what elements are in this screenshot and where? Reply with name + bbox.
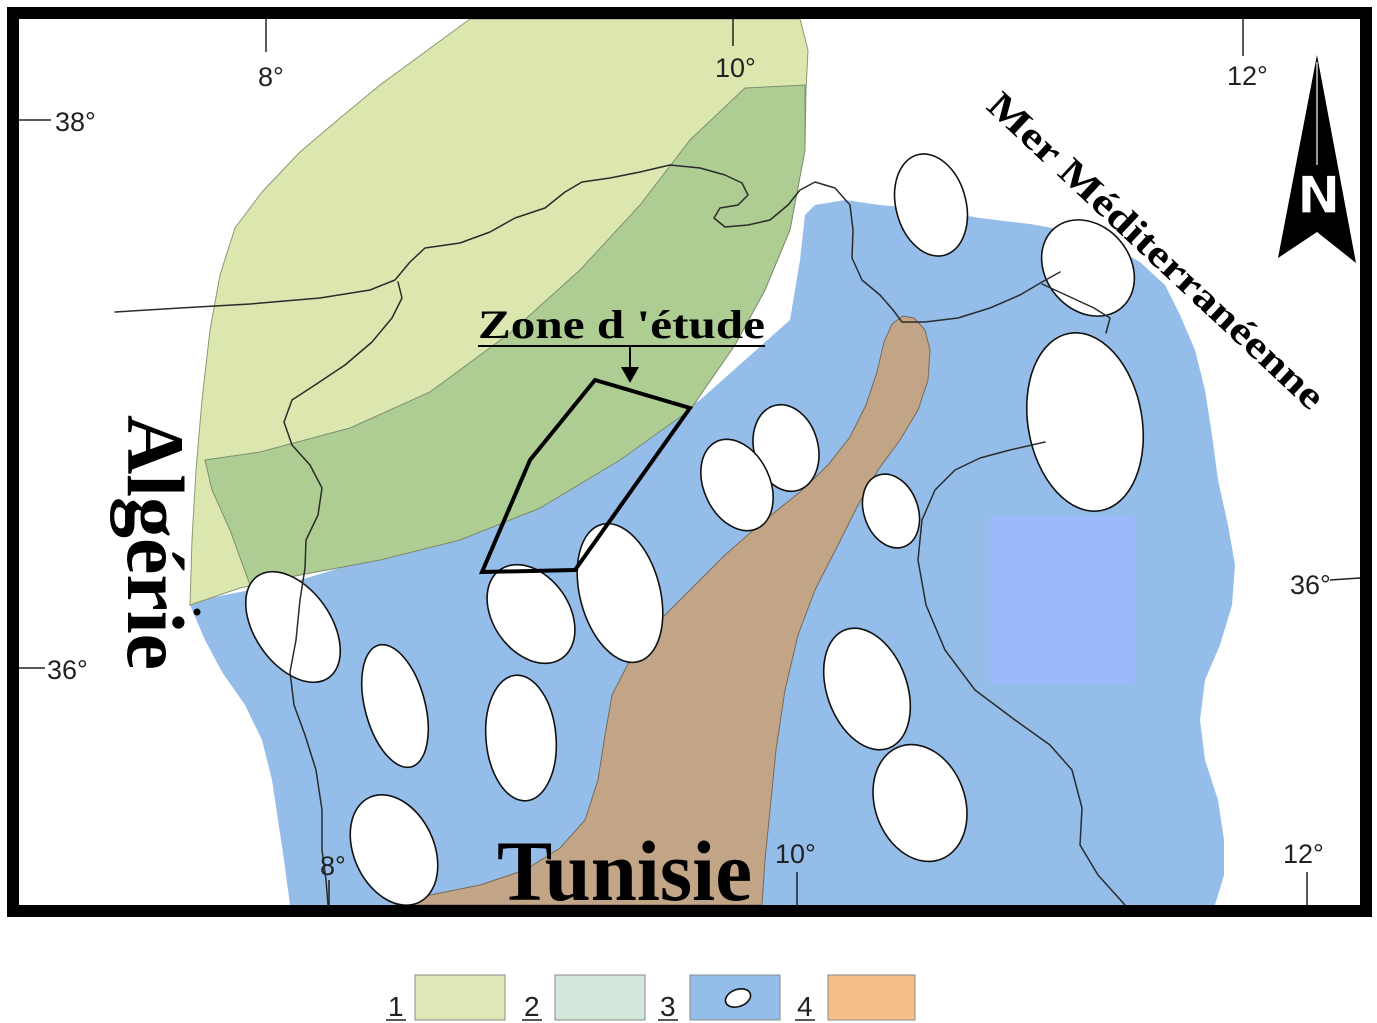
legend: 1 2 3 4 xyxy=(386,974,916,1022)
longitude-label: 12° xyxy=(1283,839,1324,869)
legend-item-number: 2 xyxy=(524,991,540,1022)
longitude-label: 12° xyxy=(1227,61,1268,91)
coastline xyxy=(114,164,1061,323)
location-dot xyxy=(193,608,201,616)
white-oval-icon xyxy=(576,522,664,664)
border-line-west xyxy=(283,281,403,906)
border-line-east xyxy=(917,441,1126,906)
coastline-east xyxy=(1041,283,1111,334)
legend-item: 3 xyxy=(658,974,781,1022)
north-arrow-icon: N xyxy=(1278,55,1356,263)
highlight-rectangle xyxy=(990,515,1135,685)
white-oval-icon xyxy=(1040,219,1136,317)
white-oval-icon xyxy=(861,473,921,549)
white-oval-icon xyxy=(822,627,912,751)
white-oval-icon xyxy=(700,438,774,532)
legend-swatch xyxy=(827,974,916,1021)
legend-item: 4 xyxy=(795,974,916,1022)
white-oval-icon xyxy=(349,793,439,907)
country-label-algeria: Algérie xyxy=(110,415,201,670)
legend-swatch xyxy=(414,974,506,1021)
country-label-tunisia: Tunisie xyxy=(497,823,752,919)
longitude-label: 10° xyxy=(775,839,816,869)
white-oval-icon xyxy=(484,674,558,802)
white-oval-icon xyxy=(360,643,430,769)
white-oval-icon xyxy=(872,743,968,863)
white-oval-icon xyxy=(724,988,752,1008)
map-frame xyxy=(7,7,1372,917)
white-oval-icon xyxy=(893,153,969,257)
latitude-label: 36° xyxy=(47,655,88,685)
longitude-label: 8° xyxy=(258,62,284,92)
study-zone-outline xyxy=(478,377,694,575)
legend-swatch xyxy=(554,974,646,1021)
white-oval-icon xyxy=(244,570,342,684)
white-oval-icon xyxy=(1025,332,1145,512)
legend-item-number: 4 xyxy=(797,991,813,1022)
longitude-label: 8° xyxy=(320,851,346,881)
north-label: N xyxy=(1297,166,1341,226)
latitude-label: 36° xyxy=(1290,570,1331,600)
study-zone-label: Zone d 'étude xyxy=(478,302,765,347)
graticule-ticks xyxy=(19,19,1361,905)
legend-item-number: 3 xyxy=(660,991,676,1022)
longitude-label: 10° xyxy=(715,53,756,83)
arrow-down-icon xyxy=(621,367,639,383)
white-oval-group xyxy=(244,153,1145,907)
zone-3-area xyxy=(190,200,1235,905)
legend-item-number: 1 xyxy=(388,991,404,1022)
legend-item: 2 xyxy=(522,974,646,1022)
legend-item: 1 xyxy=(386,974,506,1022)
latitude-label: 38° xyxy=(55,107,96,137)
zone-4-area xyxy=(394,315,931,906)
